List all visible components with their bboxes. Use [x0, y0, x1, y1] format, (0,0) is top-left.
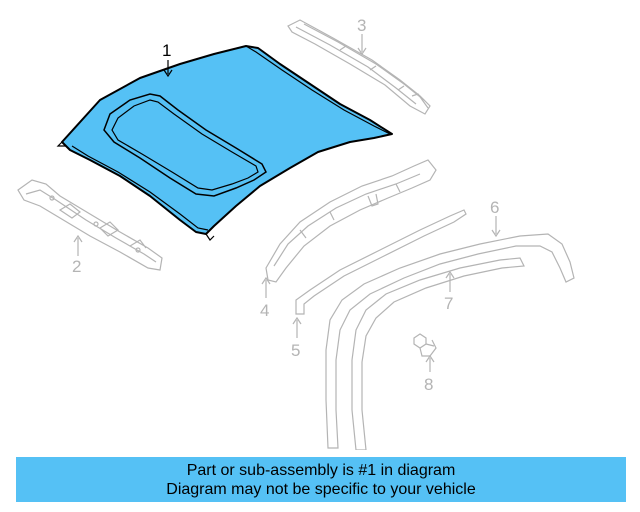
callout-8: 8 [424, 375, 433, 394]
info-banner: Part or sub-assembly is #1 in diagram Di… [16, 457, 626, 502]
callout-6: 6 [490, 198, 499, 217]
callout-3: 3 [357, 16, 366, 35]
callout-7: 7 [444, 294, 453, 313]
part-4-bracket[interactable] [265, 159, 437, 283]
part-8-clip[interactable] [413, 333, 437, 357]
banner-line-2: Diagram may not be specific to your vehi… [166, 481, 476, 498]
banner-line-1: Part or sub-assembly is #1 in diagram [186, 462, 456, 479]
part-6-molding[interactable] [325, 233, 575, 449]
leader-lines [73, 34, 501, 372]
part-7-molding[interactable] [351, 257, 525, 450]
part-1-roof-panel[interactable] [56, 45, 393, 241]
callout-2: 2 [72, 257, 81, 276]
part-2-roof-rail[interactable] [17, 179, 163, 271]
callout-1: 1 [162, 41, 171, 60]
callout-5: 5 [291, 341, 300, 360]
callout-4: 4 [260, 301, 269, 320]
part-3-roof-rail[interactable] [287, 19, 431, 115]
parts-diagram: 1 2 3 4 5 6 7 8 [17, 16, 575, 450]
part-5-weatherstrip[interactable] [295, 209, 467, 315]
